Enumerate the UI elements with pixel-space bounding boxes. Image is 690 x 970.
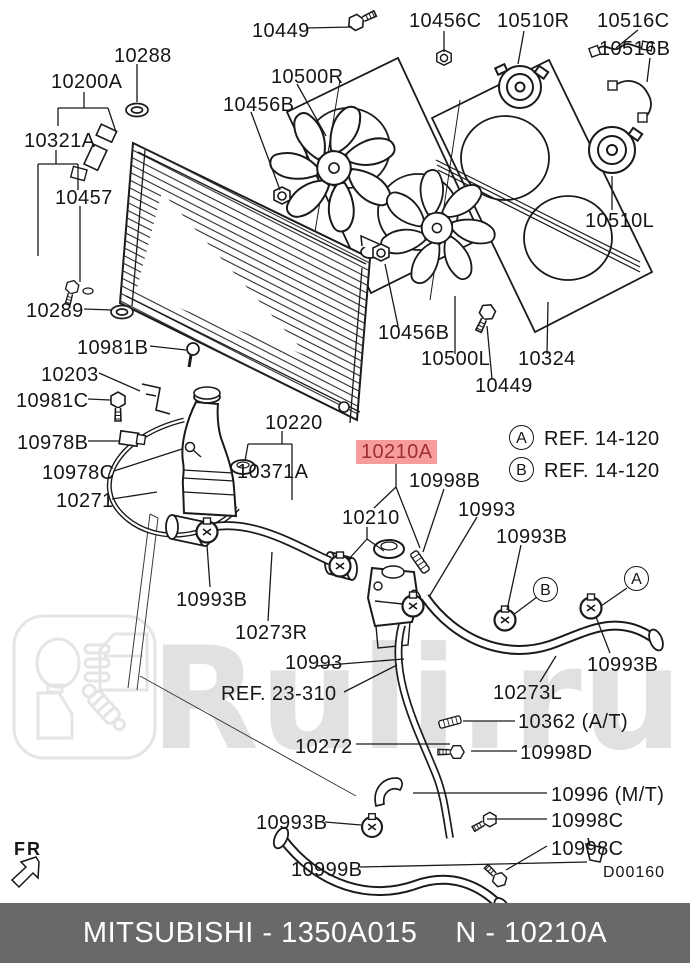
- part-label-10510r[interactable]: 10510R: [497, 10, 570, 32]
- part-label-10273l[interactable]: 10273L: [493, 682, 563, 704]
- callout-a-circle: A: [624, 566, 649, 591]
- part-label-10510l[interactable]: 10510L: [585, 210, 655, 232]
- outlet-stub: [165, 514, 358, 581]
- fr-indicator: FR: [14, 839, 42, 859]
- part-label-10289[interactable]: 10289: [26, 300, 84, 322]
- part-label-10272[interactable]: 10272: [295, 736, 353, 758]
- hoses: [211, 521, 664, 917]
- part-label-10271[interactable]: 10271: [56, 490, 114, 512]
- part-label-10998c-1[interactable]: 10998C: [551, 810, 624, 832]
- fan-motor-left: [588, 126, 644, 174]
- part-label-10993b-bottom[interactable]: 10993B: [256, 812, 328, 834]
- part-label-10999b[interactable]: 10999B: [291, 859, 363, 881]
- part-label-10456c[interactable]: 10456C: [409, 10, 482, 32]
- part-label-10273r[interactable]: 10273R: [235, 622, 308, 644]
- ref-23-310-text: REF. 23-310: [221, 683, 337, 705]
- part-label-10978b[interactable]: 10978B: [17, 432, 89, 454]
- small-parts: [61, 6, 654, 890]
- part-label-10203[interactable]: 10203: [41, 364, 99, 386]
- fan-motor-right: [493, 62, 550, 109]
- part-label-10449-low[interactable]: 10449: [475, 375, 533, 397]
- part-label-10288[interactable]: 10288: [114, 45, 172, 67]
- leader-lines: [37, 26, 651, 871]
- part-label-10457[interactable]: 10457: [55, 187, 113, 209]
- watermark-group: Ruli.ru: [12, 614, 683, 782]
- drawing-number: D00160: [603, 864, 666, 881]
- part-label-10993-low[interactable]: 10993: [285, 652, 343, 674]
- callout-b-circle: B: [533, 577, 558, 602]
- radiator: [69, 123, 380, 424]
- watermark: Ruli.ru: [150, 617, 683, 782]
- condenser-outline: [127, 513, 357, 797]
- part-label-10324[interactable]: 10324: [518, 348, 576, 370]
- part-label-10456b-low[interactable]: 10456B: [378, 322, 450, 344]
- footer-caption-bar: MITSUBISHI - 1350A015 N - 10210A: [0, 903, 690, 963]
- fan-10500L: [354, 145, 519, 310]
- part-label-10500r[interactable]: 10500R: [271, 66, 344, 88]
- footer-brand-code: MITSUBISHI - 1350A015: [82, 916, 418, 949]
- part-label-10200a[interactable]: 10200A: [51, 71, 123, 93]
- part-label-10516b[interactable]: 10516B: [599, 38, 671, 60]
- part-label-10978c[interactable]: 10978C: [42, 462, 115, 484]
- part-label-10981b[interactable]: 10981B: [77, 337, 149, 359]
- part-label-10371a[interactable]: 10371A: [237, 461, 309, 483]
- part-label-10993b-right[interactable]: 10993B: [587, 654, 659, 676]
- ref-a-circle: A: [509, 425, 534, 450]
- watermark-logo: [12, 614, 157, 760]
- part-label-10220[interactable]: 10220: [265, 412, 323, 434]
- part-label-10981c[interactable]: 10981C: [16, 390, 89, 412]
- part-label-10456b-top[interactable]: 10456B: [223, 94, 295, 116]
- part-label-10362-at[interactable]: 10362 (A/T): [518, 711, 629, 733]
- part-label-10993-mid[interactable]: 10993: [458, 499, 516, 521]
- part-label-10998b[interactable]: 10998B: [409, 470, 481, 492]
- reservoir-tank: [106, 386, 256, 538]
- part-label-10993b-mid[interactable]: 10993B: [496, 526, 568, 548]
- footer-part-code: N - 10210A: [455, 916, 608, 949]
- part-label-10210[interactable]: 10210: [342, 507, 400, 529]
- front-direction-arrow: [10, 856, 40, 889]
- part-label-10993b-left[interactable]: 10993B: [176, 589, 248, 611]
- part-label-10321a[interactable]: 10321A: [24, 130, 96, 152]
- part-label-10500l[interactable]: 10500L: [421, 348, 491, 370]
- highlighted-part-label-10210a[interactable]: 10210A: [356, 440, 438, 464]
- ref-b-text: REF. 14-120: [544, 460, 660, 482]
- ref-b-circle: B: [509, 457, 534, 482]
- part-label-10449-top[interactable]: 10449: [252, 20, 310, 42]
- part-label-10516c[interactable]: 10516C: [597, 10, 670, 32]
- ref-a-text: REF. 14-120: [544, 428, 660, 450]
- part-label-10998c-2[interactable]: 10998C: [551, 838, 624, 860]
- part-label-10996-mt[interactable]: 10996 (M/T): [551, 784, 665, 806]
- part-label-10998d[interactable]: 10998D: [520, 742, 593, 764]
